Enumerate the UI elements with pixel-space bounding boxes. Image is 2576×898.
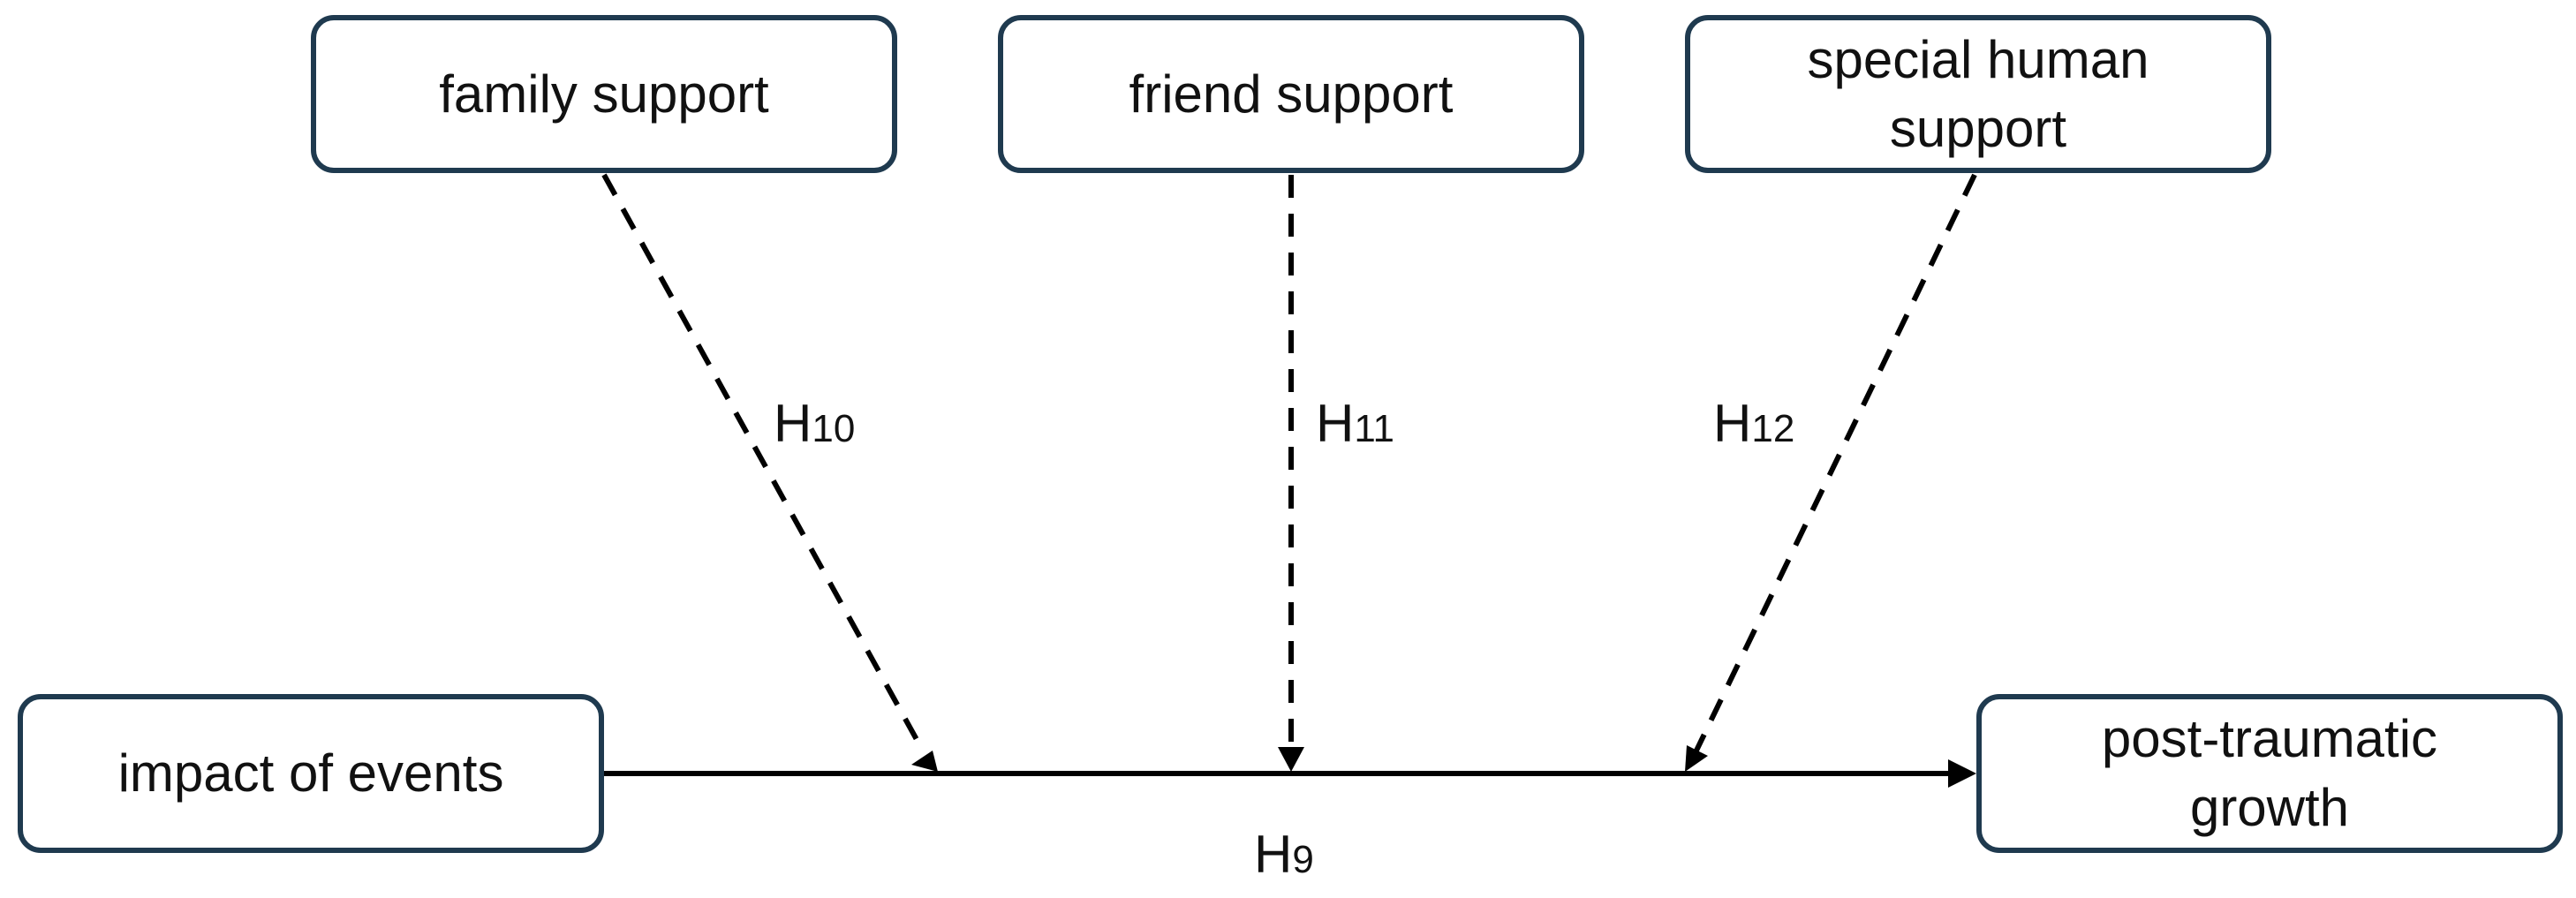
special-human-support-box: special human support: [1685, 15, 2271, 173]
arrowhead-family: [911, 751, 938, 772]
family-support-label: family support: [439, 64, 769, 124]
hypothesis-h12-label: H12: [1713, 397, 1794, 456]
arrowhead-ptg: [1948, 759, 1976, 788]
hypothesis-letter: H: [1713, 394, 1752, 453]
hypothesis-h9-label: H9: [1254, 828, 1314, 887]
hypothesis-number: 11: [1354, 407, 1395, 450]
hypothesis-letter: H: [774, 394, 812, 453]
arrowhead-special: [1685, 745, 1708, 772]
hypothesis-number: 10: [812, 407, 856, 450]
friend-support-label: friend support: [1129, 64, 1454, 124]
impact-of-events-label: impact of events: [117, 743, 504, 803]
impact-of-events-box: impact of events: [18, 694, 604, 853]
hypothesis-letter: H: [1316, 394, 1355, 453]
arrowhead-friend: [1278, 747, 1304, 772]
post-traumatic-growth-box: post-traumatic growth: [1976, 694, 2563, 853]
edge-family-moderation: [601, 173, 926, 754]
hypothesis-number: 12: [1751, 407, 1795, 450]
family-support-box: family support: [311, 15, 897, 173]
hypothesis-h10-label: H10: [774, 397, 855, 456]
post-traumatic-growth-label: post-traumatic growth: [2101, 709, 2438, 837]
hypothesis-letter: H: [1254, 825, 1293, 884]
hypothesis-h11-label: H11: [1316, 397, 1394, 456]
friend-support-box: friend support: [998, 15, 1584, 173]
special-human-support-label: special human support: [1807, 29, 2149, 158]
edge-special-moderation: [1693, 173, 1977, 754]
hypothesis-number: 9: [1292, 838, 1314, 881]
